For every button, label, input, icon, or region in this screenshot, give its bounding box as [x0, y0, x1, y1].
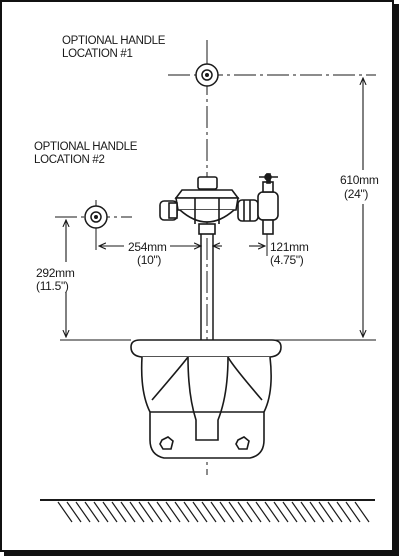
handle-location-1-label-line2: LOCATION #1: [62, 48, 133, 60]
dim-121mm-text: 121mm: [270, 240, 309, 254]
frame-shadow-right: [394, 4, 399, 554]
flushometer-valve: [159, 176, 259, 235]
floor: [40, 499, 375, 523]
flush-pipe: [200, 234, 214, 340]
handle-location-1-label-line1: OPTIONAL HANDLE: [62, 35, 166, 47]
handle-location-2-label-line1: OPTIONAL HANDLE: [34, 141, 138, 153]
stop-valve: [257, 173, 279, 235]
handle-location-1-symbol: [168, 58, 376, 92]
floor-hatching: [57, 501, 370, 523]
handle-location-2-symbol: [55, 200, 132, 250]
dim-610mm-text: 610mm: [340, 173, 379, 187]
handle-location-2-label-line2: LOCATION #2: [34, 154, 105, 166]
urinal-fixture: [130, 339, 282, 459]
dim-10in-text: (10"): [137, 253, 161, 267]
dim-292mm-text: 292mm: [36, 266, 75, 280]
dim-24in-text: (24"): [344, 187, 368, 201]
frame-shadow-bottom: [4, 552, 399, 556]
diagram-frame: [0, 0, 394, 552]
dim-254mm-text: 254mm: [128, 240, 167, 254]
dim-4-75in-text: (4.75"): [270, 253, 304, 267]
dim-11-5in-text: (11.5"): [36, 279, 69, 293]
